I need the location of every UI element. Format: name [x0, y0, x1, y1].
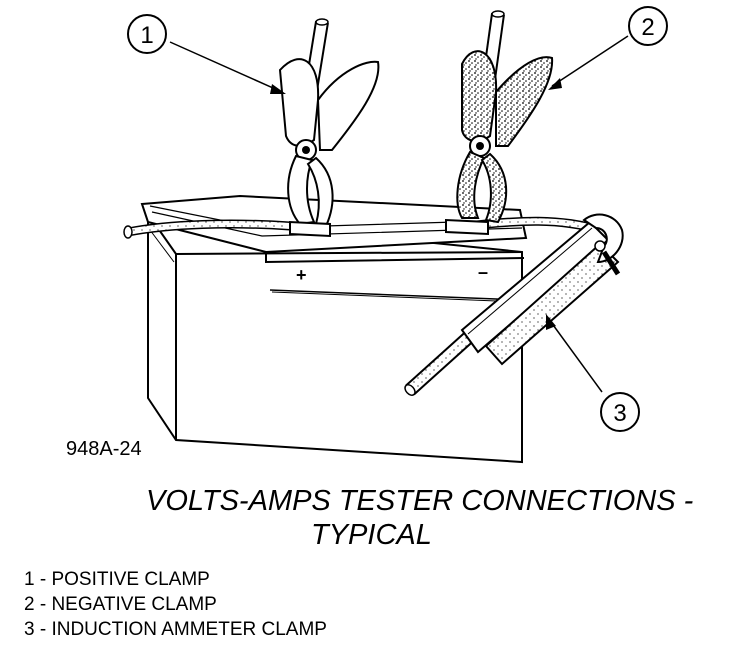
callout-1-label: 1 [140, 22, 153, 49]
caption-line-1: VOLTS-AMPS TESTER CONNECTIONS - [146, 485, 694, 517]
callout-leaders [169, 35, 629, 393]
legend-item-negative-clamp: 2 - NEGATIVE CLAMP [24, 594, 217, 615]
negative-clamp [445, 10, 554, 236]
legend-item-induction-ammeter-clamp: 3 - INDUCTION AMMETER CLAMP [24, 619, 327, 640]
callout-2-label: 2 [641, 14, 654, 41]
callout-3-label: 3 [613, 400, 626, 427]
induction-ammeter-clamp [404, 213, 624, 396]
legend-item-positive-clamp: 1 - POSITIVE CLAMP [24, 569, 210, 590]
cable-left [123, 219, 291, 239]
positive-terminal-sign: + [296, 265, 307, 285]
battery [140, 194, 528, 464]
negative-terminal-sign: – [478, 262, 488, 282]
callout-3: 3 [600, 392, 640, 432]
caption-line-2: TYPICAL [311, 519, 432, 551]
figure-code: 948A-24 [66, 438, 142, 460]
legend: 1 - POSITIVE CLAMP 2 - NEGATIVE CLAMP 3 … [24, 567, 327, 642]
positive-clamp [278, 18, 380, 238]
battery-tester-illustration: + – [123, 6, 668, 464]
callout-2: 2 [628, 6, 668, 46]
callout-1: 1 [127, 14, 167, 54]
